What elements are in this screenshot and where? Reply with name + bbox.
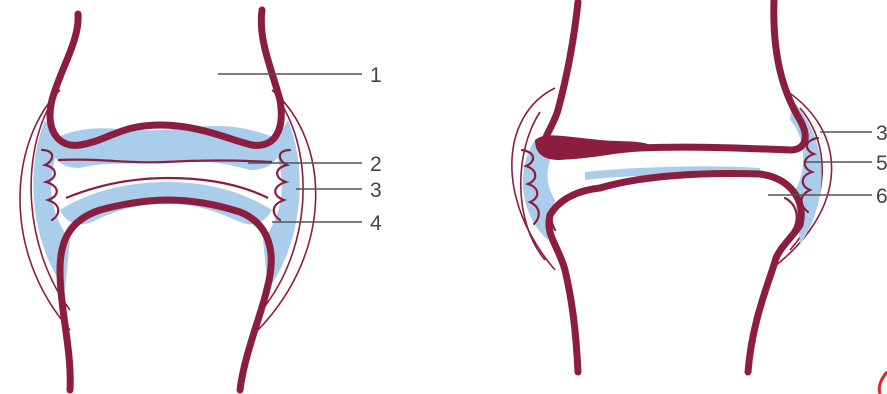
upper-bone-right-joint (544, 0, 805, 156)
label-2: 2 (370, 153, 382, 176)
label-3-left: 3 (370, 179, 382, 202)
upper-bone-left-joint (50, 10, 281, 145)
label-5: 5 (876, 152, 887, 175)
healthy-joint: 1 2 3 4 (20, 10, 382, 390)
upper-articular-cartilage (52, 126, 280, 170)
label-6: 6 (876, 185, 887, 208)
label-4: 4 (370, 212, 382, 235)
label-3-right: 3 (876, 122, 887, 145)
bone-erosion-mark-right (785, 198, 797, 232)
damaged-joint: 3 5 6 (512, 0, 887, 394)
bone-thickening-sclerosis (535, 135, 650, 160)
lower-bone-right-joint (549, 174, 801, 372)
lower-bone-left-joint (60, 200, 271, 390)
label-1: 1 (370, 64, 382, 87)
corner-mark (879, 372, 887, 394)
